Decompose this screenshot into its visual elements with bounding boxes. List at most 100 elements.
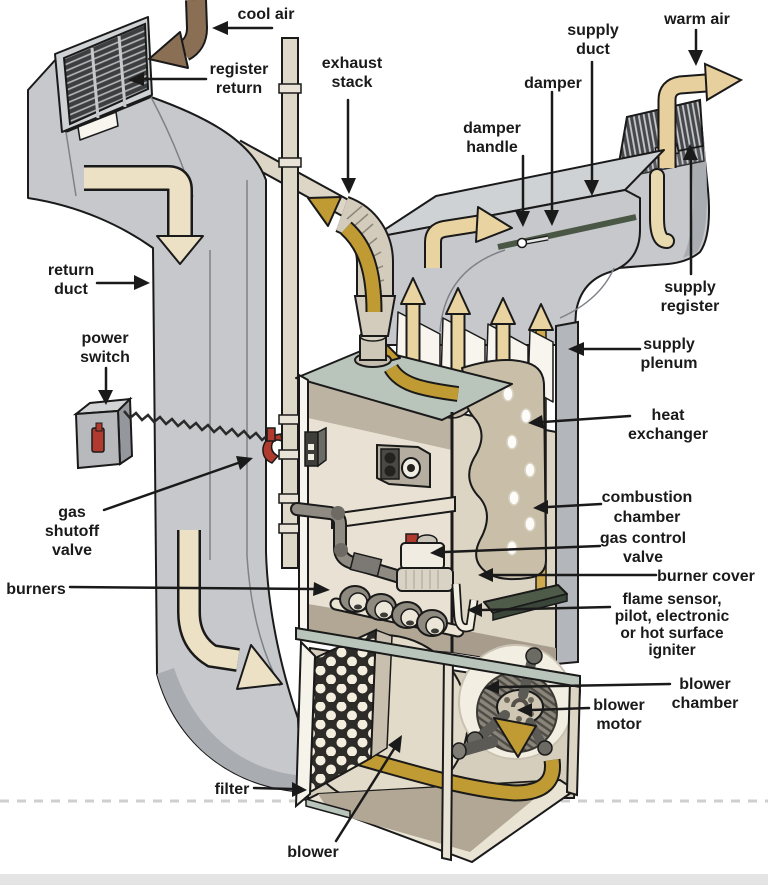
svg-text:chamber: chamber <box>672 695 739 712</box>
gas-pipe <box>262 37 302 569</box>
furnace-top <box>295 330 513 421</box>
return-airflow-arrow-top <box>84 165 204 265</box>
blower-front-post <box>440 652 455 862</box>
svg-text:power: power <box>81 330 128 347</box>
cool-air-arrow <box>148 0 209 69</box>
svg-text:blower: blower <box>593 697 645 714</box>
label-return-duct: return duct <box>48 262 150 298</box>
svg-text:return: return <box>216 80 262 97</box>
gas-piping <box>290 502 427 590</box>
svg-text:flame sensor,: flame sensor, <box>622 591 721 608</box>
cabinet-top-shadow <box>308 382 452 450</box>
plenum-airflow-arrow <box>424 206 513 268</box>
svg-text:exchanger: exchanger <box>628 426 708 443</box>
label-register-return: register return <box>128 61 268 97</box>
label-burners: burners <box>6 581 330 598</box>
labels: cool air register return exhaust stack s… <box>6 6 755 861</box>
junction-box <box>304 426 327 468</box>
svg-text:valve: valve <box>623 549 663 566</box>
filter-frame <box>294 639 317 809</box>
interior-shelf <box>331 495 456 530</box>
svg-text:duct: duct <box>54 281 88 298</box>
svg-text:filter: filter <box>215 781 250 798</box>
svg-text:blower: blower <box>287 844 339 861</box>
svg-text:duct: duct <box>576 41 610 58</box>
label-blower-motor: blower motor <box>517 697 645 733</box>
svg-text:return: return <box>48 262 94 279</box>
burner <box>365 593 397 621</box>
svg-text:damper: damper <box>524 75 582 92</box>
blower-compartment <box>294 628 582 864</box>
svg-text:chamber: chamber <box>614 509 681 526</box>
gas-control-valve <box>396 533 454 592</box>
svg-text:blower: blower <box>679 676 731 693</box>
heat-exchanger <box>461 359 547 581</box>
svg-text:combustion: combustion <box>602 489 693 506</box>
svg-text:or hot surface: or hot surface <box>620 625 724 642</box>
svg-text:handle: handle <box>466 139 518 156</box>
damper-handle-knob <box>516 237 528 249</box>
label-heat-exchanger: heat exchanger <box>528 407 708 443</box>
flue-collar <box>354 330 392 368</box>
power-switch-toggle <box>91 427 105 453</box>
svg-text:supply: supply <box>643 336 695 353</box>
igniter-tube <box>451 583 479 633</box>
blower-airflow-arrow <box>340 717 561 802</box>
svg-text:warm air: warm air <box>663 11 730 28</box>
label-filter: filter <box>215 781 307 798</box>
label-combustion-chamber: combustion chamber <box>533 489 692 526</box>
supply-duct-and-plenum <box>371 149 665 666</box>
label-exhaust-stack: exhaust stack <box>322 55 383 194</box>
label-flame-sensor: flame sensor, pilot, electronic or hot s… <box>467 591 730 659</box>
svg-text:gas: gas <box>58 504 86 521</box>
bottom-strip <box>0 874 768 885</box>
svg-text:valve: valve <box>52 542 92 559</box>
damper-blade <box>497 214 637 250</box>
return-airflow-arrow-bottom <box>177 530 283 690</box>
label-warm-air: warm air <box>663 11 730 66</box>
label-damper-handle: damper handle <box>463 120 530 227</box>
burners <box>329 585 465 638</box>
warm-air-exit-arrow <box>657 62 744 168</box>
svg-text:heat: heat <box>652 407 686 424</box>
label-supply-duct: supply duct <box>567 22 619 196</box>
svg-text:burner cover: burner cover <box>657 568 755 585</box>
compartment-divider <box>295 626 581 689</box>
filter <box>294 628 393 819</box>
return-duct <box>27 0 307 793</box>
label-damper: damper <box>524 75 582 226</box>
svg-text:exhaust: exhaust <box>322 55 383 72</box>
svg-text:gas control: gas control <box>600 530 686 547</box>
wire-connector <box>266 427 276 442</box>
svg-text:shutoff: shutoff <box>45 523 100 540</box>
blower-right-edge <box>565 678 582 797</box>
supply-plenum-wall <box>555 320 579 666</box>
svg-text:pilot, electronic: pilot, electronic <box>615 608 730 625</box>
register-airflow-band <box>649 168 675 249</box>
exhaust-flue-elbow <box>307 196 397 337</box>
burner-cover <box>483 584 568 621</box>
label-text: cool air <box>238 6 295 23</box>
svg-text:motor: motor <box>596 716 641 733</box>
svg-text:burners: burners <box>6 581 66 598</box>
power-wire <box>123 410 269 442</box>
svg-text:supply: supply <box>567 22 619 39</box>
label-blower-chamber: blower chamber <box>484 676 738 712</box>
label-supply-plenum: supply plenum <box>568 336 697 372</box>
power-switch <box>72 396 134 470</box>
svg-text:plenum: plenum <box>641 355 698 372</box>
label-burner-cover: burner cover <box>478 568 755 585</box>
svg-text:stack: stack <box>332 74 373 91</box>
flue-exhaust-arrow <box>307 196 383 313</box>
label-blower: blower <box>287 735 402 861</box>
register-return-grille <box>54 16 153 141</box>
svg-text:supply: supply <box>664 279 716 296</box>
svg-text:register: register <box>210 61 269 78</box>
svg-text:switch: switch <box>80 349 130 366</box>
label-power-switch: power switch <box>80 330 130 405</box>
label-gas-control-valve: gas control valve <box>430 530 686 566</box>
svg-text:igniter: igniter <box>648 642 695 659</box>
control-box <box>376 443 431 489</box>
